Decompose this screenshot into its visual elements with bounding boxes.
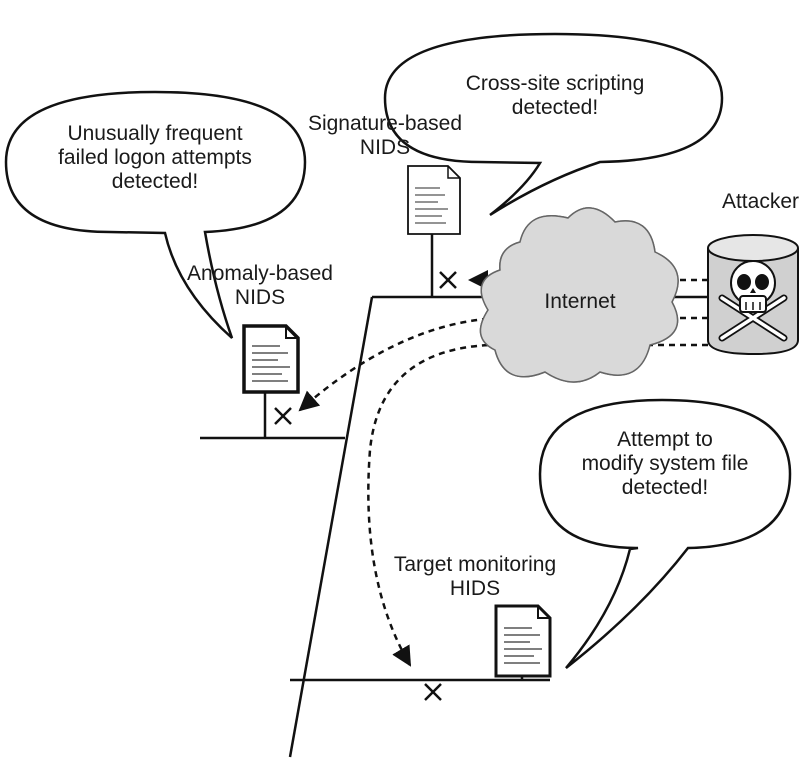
hids-alert-text: Attempt to modify system file detected! [581,428,749,499]
anomaly-speech-bubble [4,90,307,339]
attacker-label: Attacker [721,190,799,213]
x-mark-icon [274,407,292,425]
signature-alert-text: Cross-site scripting detected! [465,72,645,119]
document-icon [407,165,461,235]
document-icon [494,604,552,678]
signature-speech-bubble [383,32,724,217]
x-mark-icon [424,683,442,701]
skull-crossbones-icon [707,234,799,356]
hids-speech-bubble [538,398,792,669]
anomaly-nids-label: Anomaly-based NIDS [187,262,333,309]
internet-label: Internet [544,290,616,313]
x-mark-icon [439,271,457,289]
signature-nids-label: Signature-based NIDS [307,112,463,159]
backbone-segment [288,296,374,758]
anomaly-alert-text: Unusually frequent failed logon attempts… [58,122,252,193]
target-hids-label: Target monitoring HIDS [393,553,557,600]
document-icon [242,324,300,394]
